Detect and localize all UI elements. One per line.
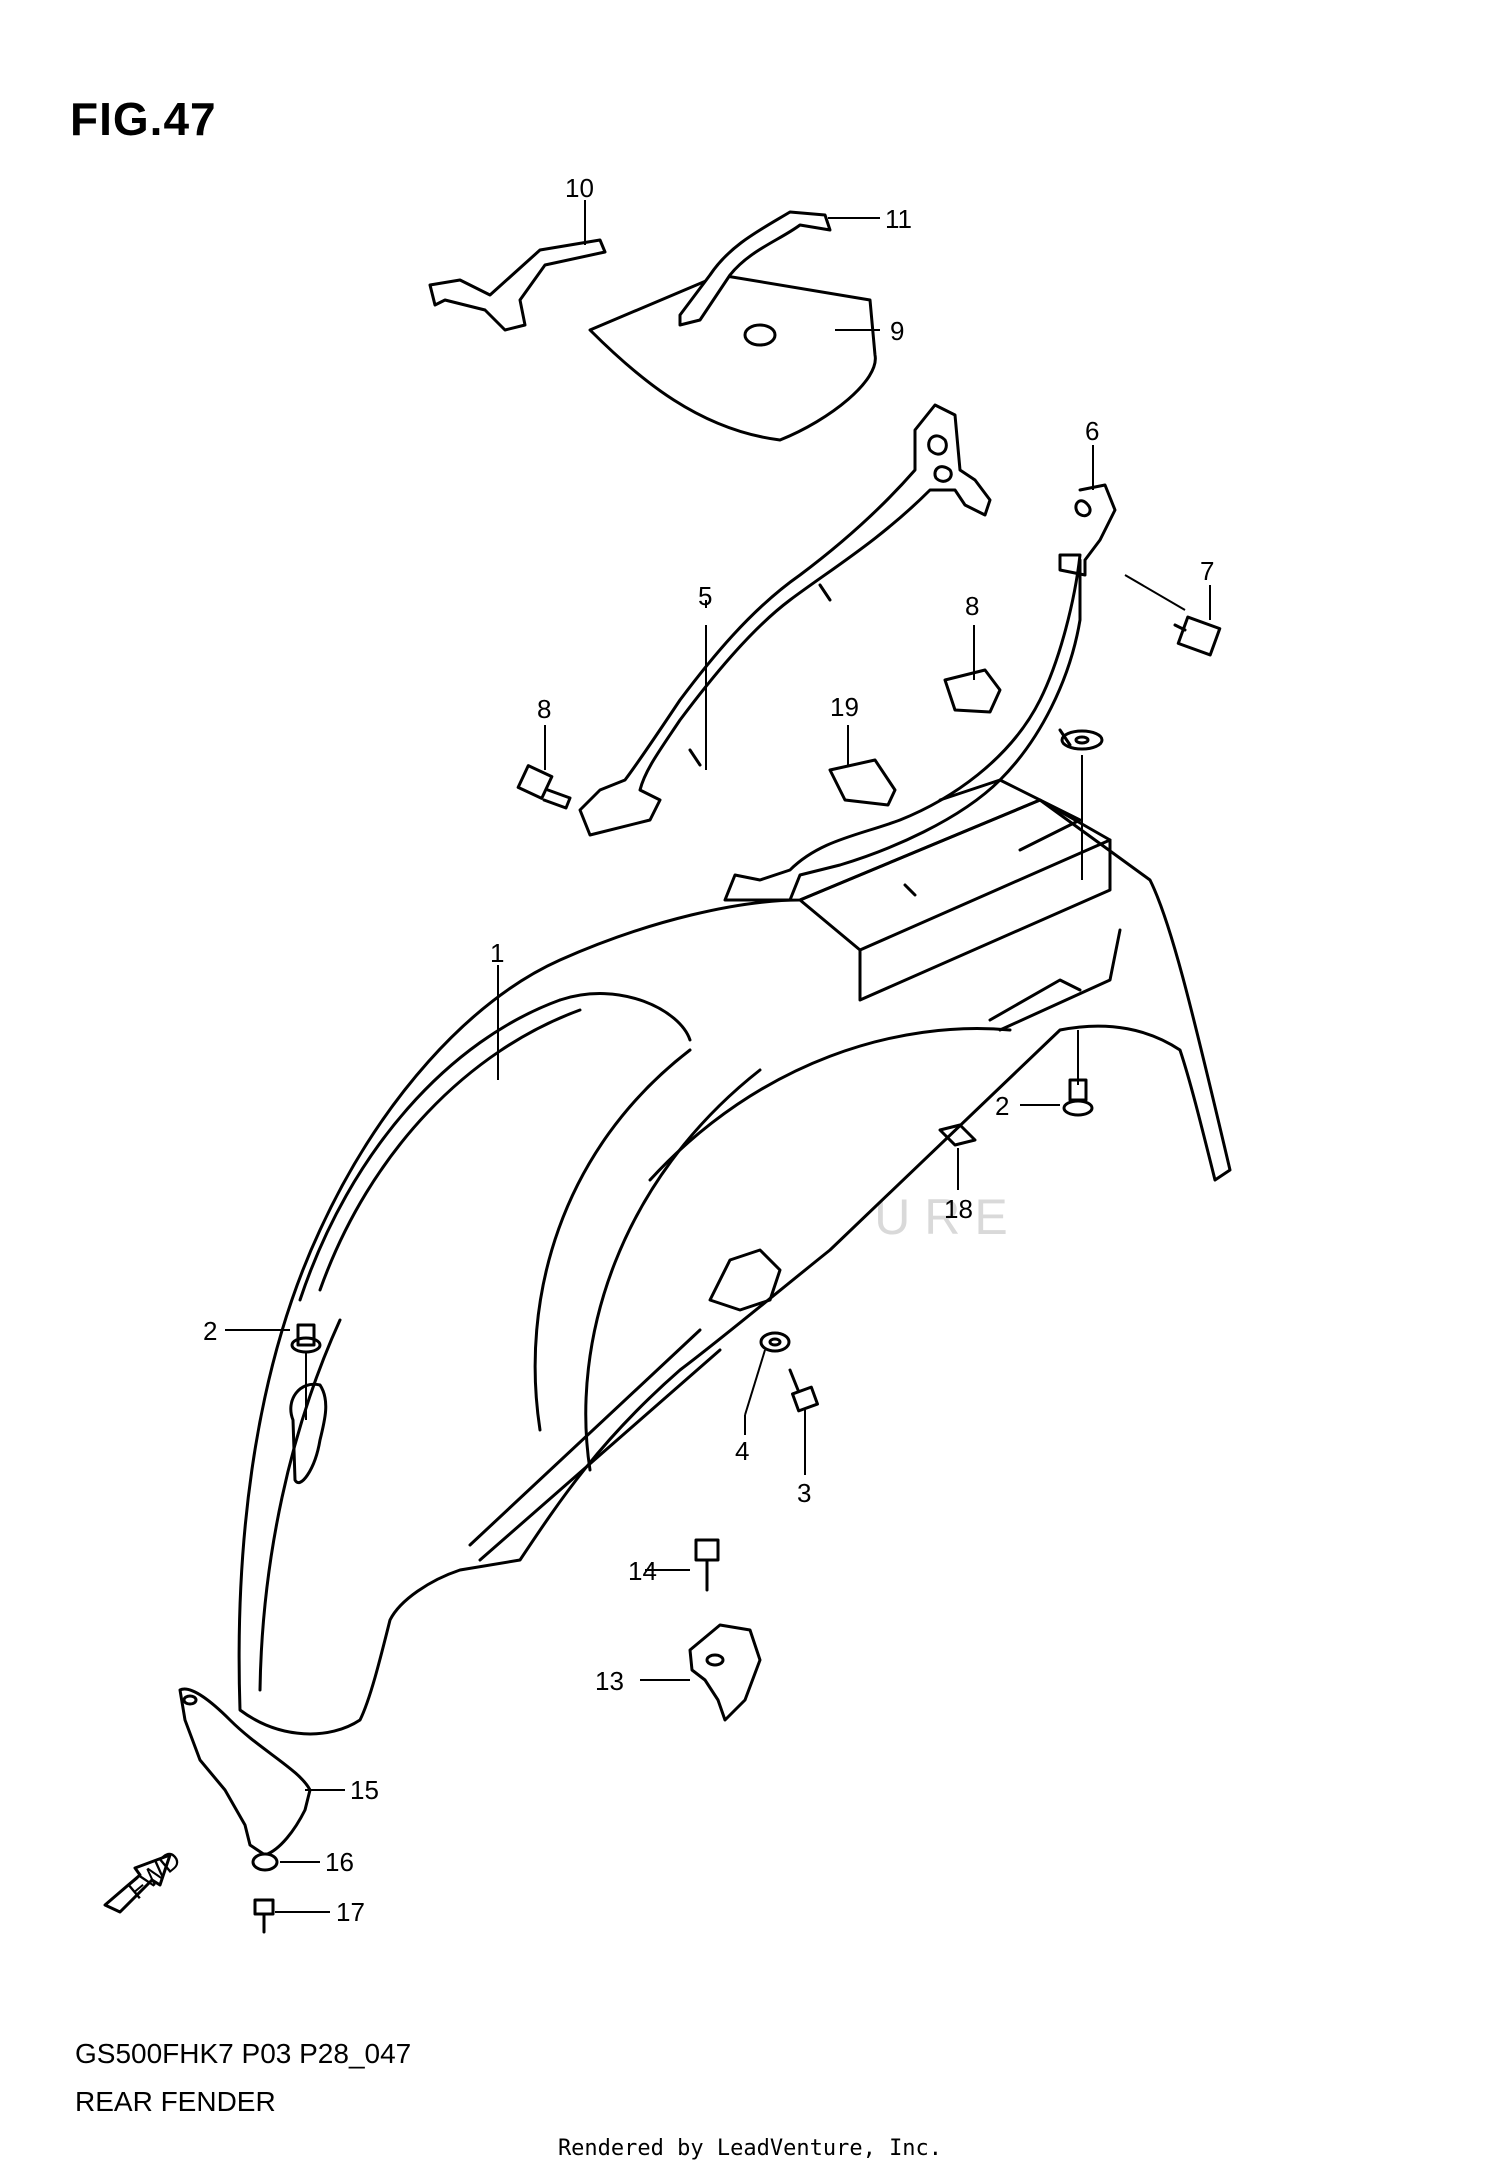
- callout-6: 6: [1085, 416, 1099, 446]
- fwd-arrow-icon: FWD: [103, 1844, 186, 1914]
- callout-13: 13: [595, 1666, 624, 1696]
- callouts: 10 11 9 6 7 5 8 8 19 1 2 18 2 4 3 14 13 …: [203, 173, 1214, 1927]
- bolt-7-part[interactable]: [1173, 615, 1222, 657]
- nut-4-part[interactable]: [759, 1331, 791, 1353]
- figure-title: FIG.47: [70, 93, 217, 145]
- callout-2-lower: 2: [203, 1316, 217, 1346]
- callout-2-upper: 2: [995, 1091, 1009, 1121]
- callout-14: 14: [628, 1556, 657, 1586]
- callout-19: 19: [830, 692, 859, 722]
- bolt-14-part[interactable]: [694, 1538, 720, 1592]
- nut-16-part[interactable]: [251, 1852, 279, 1872]
- callout-17: 17: [336, 1897, 365, 1927]
- pad-19-part[interactable]: [828, 758, 897, 807]
- callout-10: 9: [890, 316, 904, 346]
- pad-18-part[interactable]: [938, 1123, 977, 1147]
- tool-11-part[interactable]: [428, 238, 607, 332]
- screw-3-part[interactable]: [788, 1368, 819, 1413]
- bracket-9-part[interactable]: [943, 668, 1002, 714]
- callout-3: 3: [797, 1478, 811, 1508]
- callout-12: 11: [885, 204, 912, 234]
- callout-8: 8: [537, 694, 551, 724]
- callout-7: 7: [1200, 556, 1214, 586]
- footer-credit: Rendered by LeadVenture, Inc.: [557, 2136, 943, 2161]
- leader-lines: [225, 200, 1211, 1913]
- screw-17-part[interactable]: [253, 1898, 275, 1934]
- washer-part[interactable]: [1060, 729, 1104, 751]
- seat-rail-left-part[interactable]: [578, 403, 992, 837]
- callout-9: 8: [965, 591, 979, 621]
- callout-5: 5: [698, 581, 712, 611]
- figure-name: REAR FENDER: [75, 2086, 276, 2117]
- rear-fender-part[interactable]: [237, 778, 1232, 1736]
- callout-1: 1: [490, 938, 504, 968]
- clamp-13-part[interactable]: [688, 1623, 762, 1722]
- figure-code: GS500FHK7 P03 P28_047: [75, 2038, 412, 2069]
- bolt-2-upper-part[interactable]: [1062, 1078, 1094, 1117]
- callout-15: 15: [350, 1775, 379, 1805]
- strap-12-part[interactable]: [678, 210, 832, 327]
- tray-10-part[interactable]: [588, 273, 877, 442]
- seat-rail-right-part[interactable]: [723, 483, 1117, 902]
- callout-4: 4: [735, 1436, 749, 1466]
- callout-16: 16: [325, 1847, 354, 1877]
- callout-18: 18: [944, 1194, 973, 1224]
- bolt-8-part[interactable]: [516, 764, 572, 810]
- callout-11: 10: [565, 173, 594, 203]
